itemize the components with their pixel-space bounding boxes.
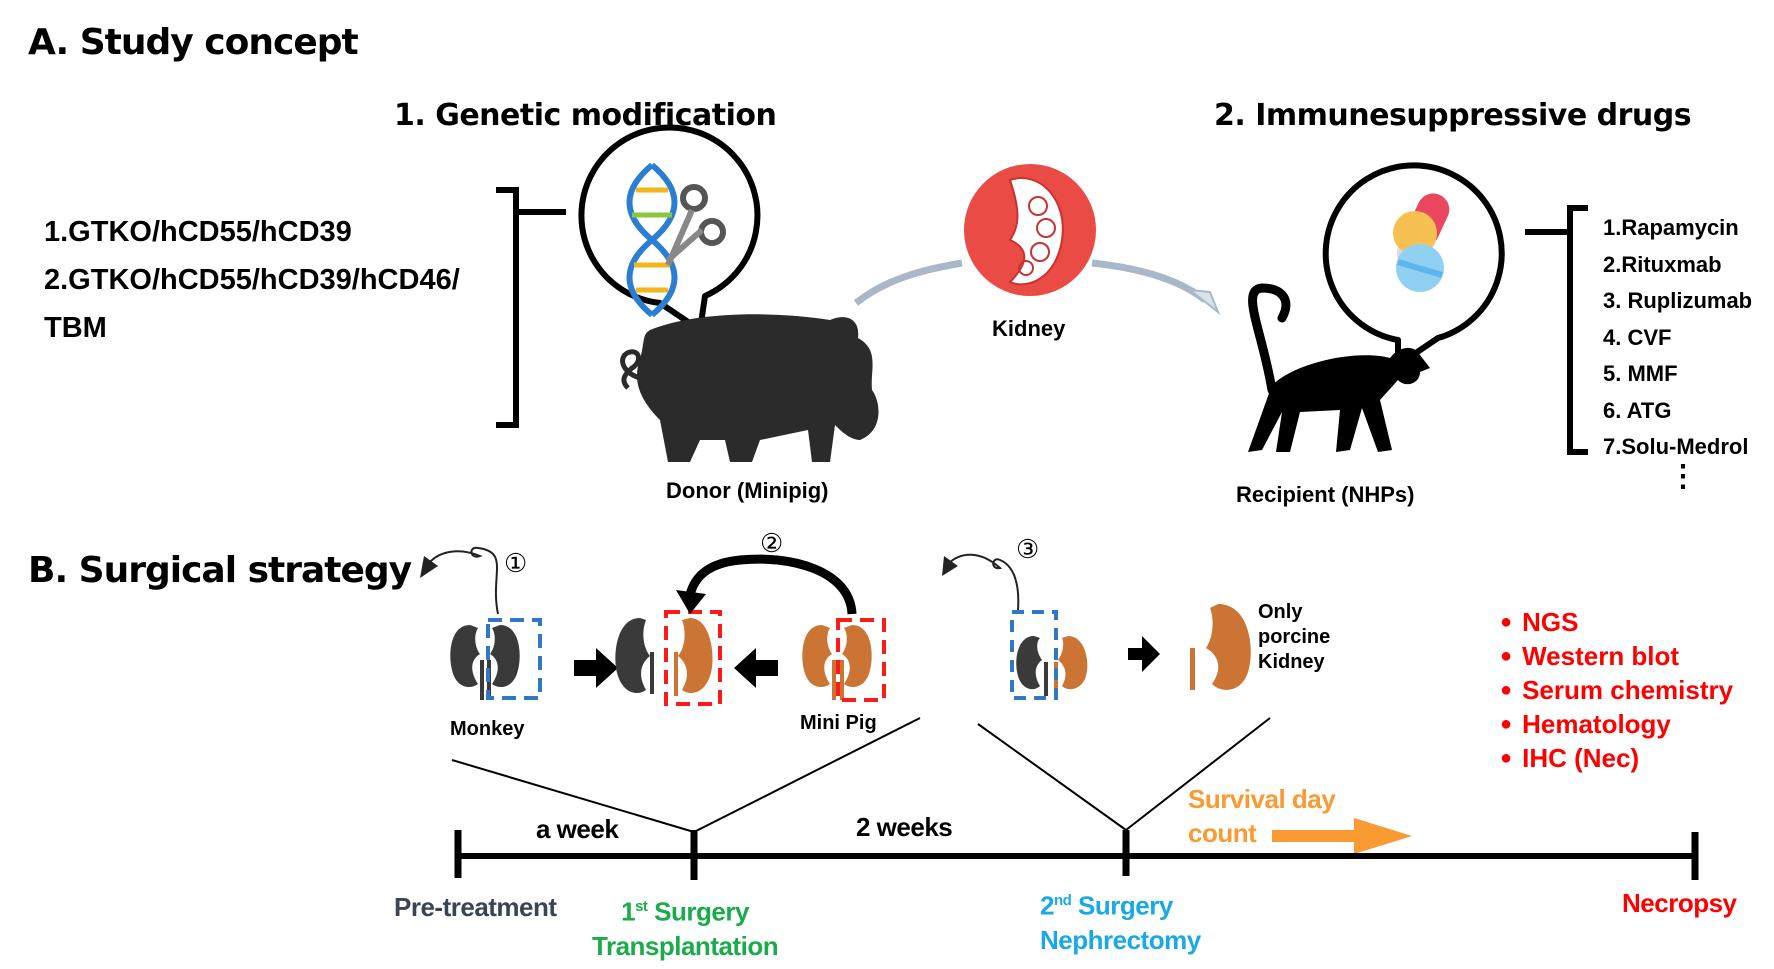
interval-2-weeks: 2 weeks [856,812,953,842]
step-3-number: ③ [1016,534,1040,564]
first-surgery-label: 1st Surgery Transplantation [592,896,779,961]
analysis-item: ●Hematology [1500,709,1671,739]
drug-item: 1.Rapamycin [1603,215,1739,240]
analysis-item: ●Western blot [1500,641,1680,671]
recipient-label: Recipient (NHPs) [1236,482,1415,507]
survival-line: count [1188,818,1257,848]
label-line: Kidney [1258,651,1325,673]
removal-arrow-3 [942,553,1020,611]
step-1-number: ① [504,548,528,578]
step-2-number: ② [760,528,784,558]
arrow-right-3 [1128,636,1160,672]
monkey-icon [1248,283,1430,452]
drug-item: 2.Rituxmab [1603,251,1722,277]
blue-selection-box-1 [486,618,542,700]
second-surgery-label: 2nd Surgery Nephrectomy [1040,890,1201,955]
combined-kidneys-icon [615,618,713,696]
interval-a-week: a week [536,814,619,844]
transfer-arrow-right [1091,259,1221,316]
pretreatment-label: Pre-treatment [394,892,557,922]
genetic-item: 2.GTKO/hCD55/hCD39/hCD46/ [44,264,460,296]
red-selection-box-middle [664,610,722,706]
analysis-item: ●Serum chemistry [1500,675,1734,705]
kidney-label: Kidney [992,316,1066,341]
genetic-item: 1.GTKO/hCD55/hCD39 [44,216,352,248]
transplant-arrow-2 [676,554,857,615]
donor-label: Donor (Minipig) [666,478,829,503]
label-line: porcine [1258,626,1331,648]
drug-item: 6. ATG [1603,397,1672,423]
timeline-axis [454,830,1699,880]
pills-icon [1322,162,1505,368]
genetic-modification-heading: 1. Genetic modification [394,98,777,133]
necropsy-label: Necropsy [1622,888,1737,918]
section-b-title: B. Surgical strategy [28,550,412,591]
step3-kidneys-icon [1016,636,1088,696]
analysis-list: ●NGS ●Western blot ●Serum chemistry ●Hem… [1500,605,1733,775]
monkey-kidneys-icon [450,625,520,700]
analysis-item: ●NGS [1500,607,1579,637]
drug-bracket [1525,205,1588,455]
more-drugs-ellipsis: ⋮ [1668,460,1698,493]
section-a-title: A. Study concept [28,22,359,63]
arrow-left-2 [734,648,778,688]
blue-selection-box-3 [1010,610,1058,700]
genetic-bracket [496,187,566,428]
kidney-icon [964,164,1096,296]
survival-day-count: Survival day count [1188,782,1336,850]
drug-item: 3. Ruplizumab [1603,288,1753,313]
pig-icon [620,314,879,462]
genetic-item: TBM [44,312,107,344]
analysis-item: ●IHC (Nec) [1500,743,1640,773]
removal-arrow-1 [420,546,499,615]
drug-item: 5. MMF [1603,361,1678,386]
genetic-modification-list: 1.GTKO/hCD55/hCD39 2.GTKO/hCD55/hCD39/hC… [44,208,460,352]
mini-pig-label: Mini Pig [800,712,877,734]
transfer-arrow-left [853,259,963,306]
label-line: Only [1258,601,1303,623]
drug-item: 7.Solu-Medrol [1603,434,1749,459]
survival-line: Survival day [1188,784,1336,814]
dna-scissors-icon [578,124,761,333]
drug-list: 1.Rapamycin 2.Rituxmab 3. Ruplizumab 4. … [1603,210,1752,466]
immunosuppressive-drugs-heading: 2. Immunesuppressive drugs [1214,98,1692,133]
porcine-kidney-icon [1190,604,1251,690]
arrow-right-1 [574,648,618,688]
drug-item: 4. CVF [1603,324,1672,350]
monkey-label: Monkey [450,718,525,740]
only-porcine-kidney-label: Only porcine Kidney [1258,600,1330,675]
red-selection-box-pig [836,618,886,702]
minipig-kidneys-icon [802,625,872,700]
